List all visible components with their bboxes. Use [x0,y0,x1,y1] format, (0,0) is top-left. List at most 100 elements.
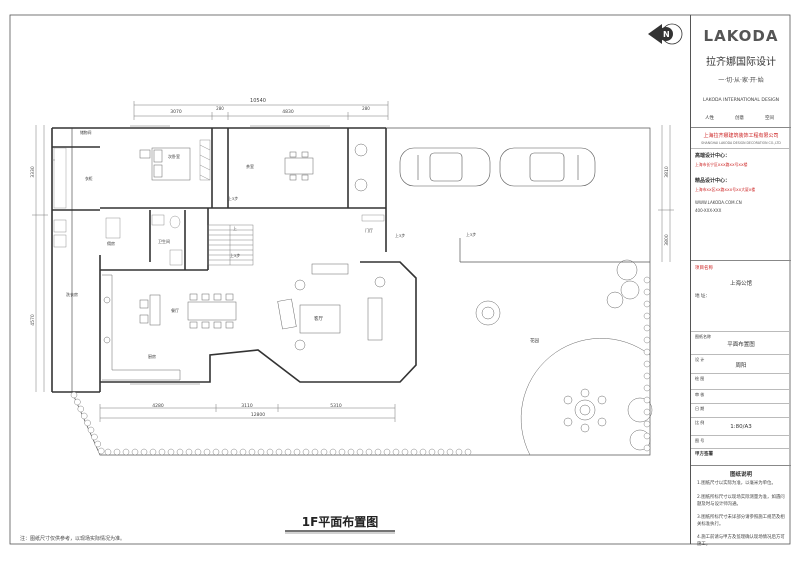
hedge-shrub [437,448,445,456]
hedge-shrub [302,448,310,456]
divider [691,448,791,449]
date-label: 日 期 [695,406,705,411]
tag-1: 人性 [705,116,714,121]
hedge-shrub [392,448,400,456]
hedge-shrub [365,448,373,456]
note-1: 1.图纸尺寸以实际为准，以毫米为单位。 [697,481,776,486]
reviewer-label: 审 核 [695,392,705,397]
hedge-shrub [122,448,130,456]
dining-table [187,293,237,329]
room-laundry: 洗衣房 [66,291,78,297]
website: WWW.LAKODA.COM.CN [695,200,742,205]
hedge-shrub [320,448,328,456]
hedge-shrub [356,448,364,456]
scale-label: 比 例 [695,420,705,425]
bathroom-fixtures [151,214,183,266]
garden-patio-set [563,388,607,433]
divider [691,331,791,332]
company-full-name: 上海拉齐娜建筑装饰工程有限公司 [703,133,779,139]
side-up-label: 上3步 [230,253,240,258]
designer-label: 设 计 [695,357,705,362]
hedge-shrub [643,372,651,380]
hedge-shrub [158,448,166,456]
hedge-shrub [428,448,436,456]
notes-title: 图纸说明 [729,472,752,478]
hedge-shrub [113,448,121,456]
center-2-label: 精品设计中心： [695,178,731,184]
hedge-shrub [446,448,454,456]
hedge-shrub [329,448,337,456]
building-walls [51,127,417,393]
north-arrow: N [648,23,683,45]
note-2: 2.图纸所标尺寸以现场实际测量为准，如遇问题及时与设计师沟通。 [697,495,785,507]
hedge-shrub [94,440,102,448]
living-furniture [277,263,386,351]
hedge-shrub [212,448,220,456]
hedge-shrub [643,408,651,416]
dim-top-3: 4830 [282,109,294,115]
divider [691,435,791,436]
hedge-shrub [203,448,211,456]
room-bathroom: 卫生间 [158,238,170,244]
hedge-shrub [104,448,112,456]
hedge-shrub [374,448,382,456]
hedge-shrub [194,448,202,456]
company-name-cn: 拉齐娜国际设计 [706,57,776,68]
hedge-shrub [131,448,139,456]
approval-label: 甲方签署 [695,452,713,457]
designer-value: 周阳 [735,363,747,369]
room-dining: 餐厅 [171,307,179,313]
divider [691,389,791,390]
dim-right-1: 3810 [664,166,670,178]
hedge-shrubs [70,276,651,456]
hedge-shrub [80,412,88,420]
left-dimensions [32,125,48,392]
hedge-shrub [149,448,157,456]
hedge-shrub [643,324,651,332]
company-logo: LAKODA [703,27,779,45]
tag-3: 空间 [765,116,774,121]
scale-value: 1:80/A3 [730,424,752,430]
hedge-shrub [221,448,229,456]
hedge-shrub [643,300,651,308]
room-living: 客厅 [314,315,323,322]
right-dimensions [658,125,674,262]
number-label: 图 号 [695,438,705,443]
drawing-title: 1F平面布置图 [302,514,379,529]
wardrobe-closet [199,139,211,181]
stairs-up-label: 上 [233,226,237,231]
hedge-shrub [338,448,346,456]
dim-top-2: 280 [216,106,224,111]
dim-bottom-1: 4280 [152,403,164,409]
hedge-shrub [248,448,256,456]
hedge-shrub [643,384,651,392]
bottom-dimensions [99,404,396,422]
company-full-name-en: SHANGHAI LAKODA DESIGN DECORATION CO.,LT… [701,141,781,145]
hedge-shrub [383,448,391,456]
dim-bottom-2: 3110 [241,403,253,409]
room-garden: 花园 [530,337,539,344]
divider [691,403,791,404]
drawing-name: 平面布置图 [727,342,755,348]
hedge-shrub [257,448,265,456]
car-1 [399,147,491,187]
dim-right-2: 3800 [664,234,670,246]
hedge-shrub [275,448,283,456]
windows [52,125,330,385]
hedge-shrub [464,448,472,456]
kitchen-counter [102,274,181,381]
kitchen-island [139,294,161,326]
dim-top-total: 10540 [250,98,266,104]
room-porch: 门厅 [365,227,373,233]
company-slogan: 一·切·从·家·开·始 [718,77,764,84]
room-tea-room: 茶室 [246,163,254,169]
top-dimensions [133,101,389,120]
address-label: 地 址： [695,294,710,299]
note-3: 3.图纸所标尺寸未详部分请参照施工规范及相关标准执行。 [697,515,785,527]
stair-up-label: 上3步 [228,196,238,201]
hedge-shrub [293,448,301,456]
divider [691,148,791,149]
room-bedroom: 次卧室 [168,153,180,159]
hedge-shrub [87,426,95,434]
